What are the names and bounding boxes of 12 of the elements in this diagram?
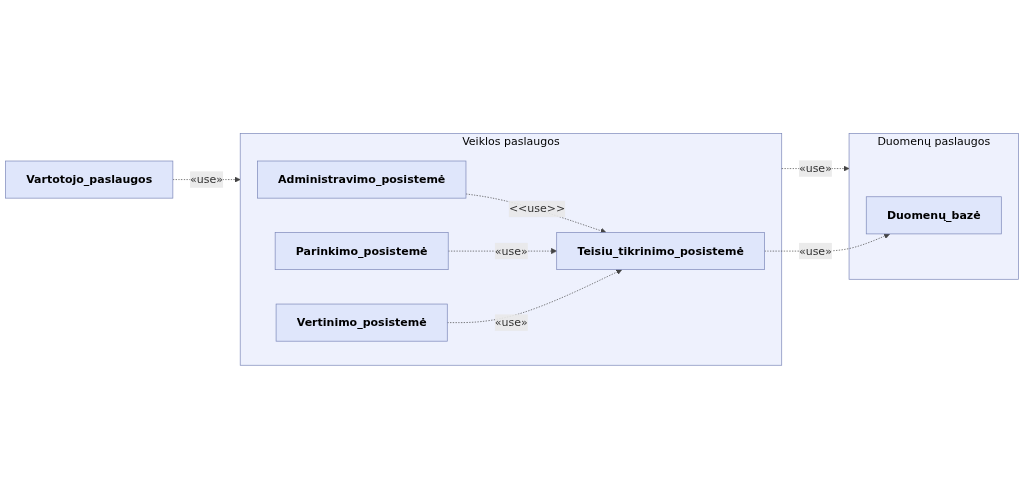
edge-label: «use»: [190, 172, 223, 186]
edge-label: «use»: [798, 161, 832, 175]
node-box: Duomenų_bazė: [865, 196, 1002, 234]
edge-label: «use»: [798, 243, 832, 257]
edge-label: <<use>>: [508, 201, 566, 215]
node-box: Vertinimo_posistemė: [275, 303, 448, 342]
node-box: Parinkimo_posistemė: [274, 231, 449, 270]
edge-label: «use»: [494, 243, 528, 257]
edge-label: «use»: [494, 315, 528, 329]
node-box: Administravimo_posistemė: [257, 160, 467, 199]
node-box: Teisiu_tikrinimo_posistemė: [556, 231, 765, 270]
node-box: Vartotojo_paslaugos: [5, 160, 174, 199]
